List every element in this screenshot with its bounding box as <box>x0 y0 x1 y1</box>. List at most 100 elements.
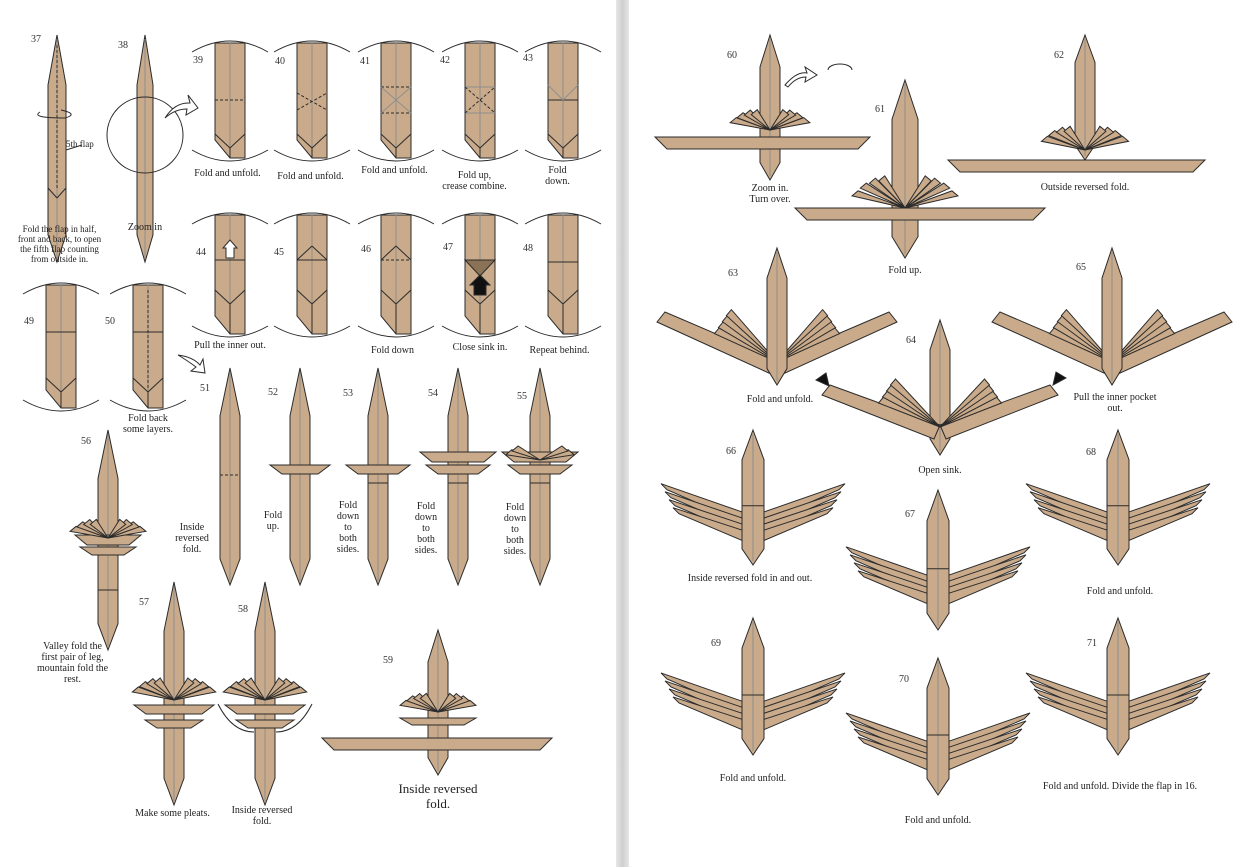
leg-flap <box>107 518 127 539</box>
step-caption: Fold down. <box>545 165 570 187</box>
fold-line <box>296 92 328 111</box>
step-number: 58 <box>238 604 248 615</box>
step-number: 57 <box>139 597 149 608</box>
leg-flap <box>776 308 829 363</box>
leg-bar <box>73 534 143 546</box>
fold-line <box>214 133 231 149</box>
step-number: 61 <box>875 104 885 115</box>
step-number: 44 <box>196 247 206 258</box>
step-number: 47 <box>443 242 453 253</box>
leg-flap <box>1040 135 1086 151</box>
step-caption: Zoom in <box>127 222 163 233</box>
wing <box>939 384 1059 440</box>
step-number: 50 <box>105 316 115 327</box>
fold-line <box>45 377 62 393</box>
view-arc <box>441 149 519 162</box>
step-caption: Outside reversed fold. <box>1040 182 1130 193</box>
step-number: 66 <box>726 446 736 457</box>
leg-flap <box>153 677 175 701</box>
view-arc <box>109 282 187 295</box>
leg-flap <box>850 190 906 209</box>
fold-line <box>311 133 328 149</box>
view-arc <box>191 325 269 338</box>
step-number: 62 <box>1054 50 1064 61</box>
up-arrow-icon <box>221 239 239 259</box>
step-caption: Fold and unfold. <box>277 171 344 182</box>
step-caption: Fold down to both sides. <box>414 501 438 556</box>
leg-bar <box>132 704 216 715</box>
page-gutter <box>616 0 629 867</box>
step-number: 63 <box>728 268 738 279</box>
view-arc <box>524 40 602 53</box>
step-number: 49 <box>24 316 34 327</box>
step-number: 65 <box>1076 262 1086 273</box>
step-caption: Fold and unfold. <box>194 168 261 179</box>
sink-arrow-icon <box>1052 371 1068 386</box>
step-number: 64 <box>906 335 916 346</box>
fold-line <box>311 289 328 305</box>
fold-line <box>562 84 579 101</box>
turn-over-icon <box>827 63 853 71</box>
view-arc <box>22 399 100 412</box>
view-arc <box>273 40 351 53</box>
fold-line <box>464 86 496 114</box>
step-caption: Fold the flap in half, front and back, t… <box>17 224 102 264</box>
curved-arrow <box>177 354 206 374</box>
leg-bar <box>398 717 478 726</box>
step-caption: Open sink. <box>918 465 962 476</box>
fold-line <box>464 133 481 149</box>
leg-bar <box>418 451 498 463</box>
step-caption: Fold and unfold. Divide the flap in 16. <box>1042 781 1198 792</box>
step-number: 41 <box>360 56 370 67</box>
leg-bar <box>268 464 332 475</box>
step-number: 60 <box>727 50 737 61</box>
leg-bar <box>78 546 138 556</box>
fold-line <box>229 133 246 149</box>
fold-line <box>60 377 77 393</box>
fold-line <box>395 289 412 305</box>
step-caption: Inside reversed fold. <box>231 805 293 827</box>
fold-line <box>547 84 564 101</box>
fold-line <box>479 289 496 305</box>
leg-flap <box>419 692 439 713</box>
leg-flap <box>769 108 790 131</box>
fold-line <box>229 289 246 305</box>
view-arc <box>273 149 351 162</box>
step-caption: Fold up, crease combine. <box>442 170 507 192</box>
view-arc <box>273 325 351 338</box>
step-number: 45 <box>274 247 284 258</box>
view-arc <box>191 149 269 162</box>
step-number: 43 <box>523 53 533 64</box>
step-number: 71 <box>1087 638 1097 649</box>
leg-flap <box>437 692 457 713</box>
fold-line <box>214 289 231 305</box>
step-caption: Close sink in. <box>452 342 508 353</box>
step-caption: Fold and unfold. <box>904 815 972 826</box>
leg-flap <box>1084 135 1130 151</box>
fold-line <box>464 289 481 305</box>
leg-flap <box>89 518 109 539</box>
leg-flap <box>511 445 541 461</box>
fold-line <box>296 133 313 149</box>
fold-line <box>296 289 313 305</box>
rotate-arrow <box>37 109 72 119</box>
leg-bar <box>234 719 296 729</box>
step-number: 51 <box>200 383 210 394</box>
curved-arrow <box>164 94 199 119</box>
view-arc <box>357 325 435 338</box>
leg-flap <box>173 677 195 701</box>
step-caption: Inside reversed fold in and out. <box>687 573 813 584</box>
step-number: 39 <box>193 55 203 66</box>
leg-bar <box>946 159 1207 173</box>
step-number: 42 <box>440 55 450 66</box>
view-arc <box>109 399 187 412</box>
push-arrow-icon <box>468 274 492 296</box>
view-arc <box>357 40 435 53</box>
step-caption: Make some pleats. <box>135 808 210 819</box>
leg-flap <box>904 175 932 209</box>
fold-line <box>464 86 496 114</box>
leg-bar <box>424 464 492 475</box>
leg-flap <box>1060 308 1113 363</box>
curved-arrow <box>784 65 818 88</box>
step-number: 38 <box>118 40 128 51</box>
